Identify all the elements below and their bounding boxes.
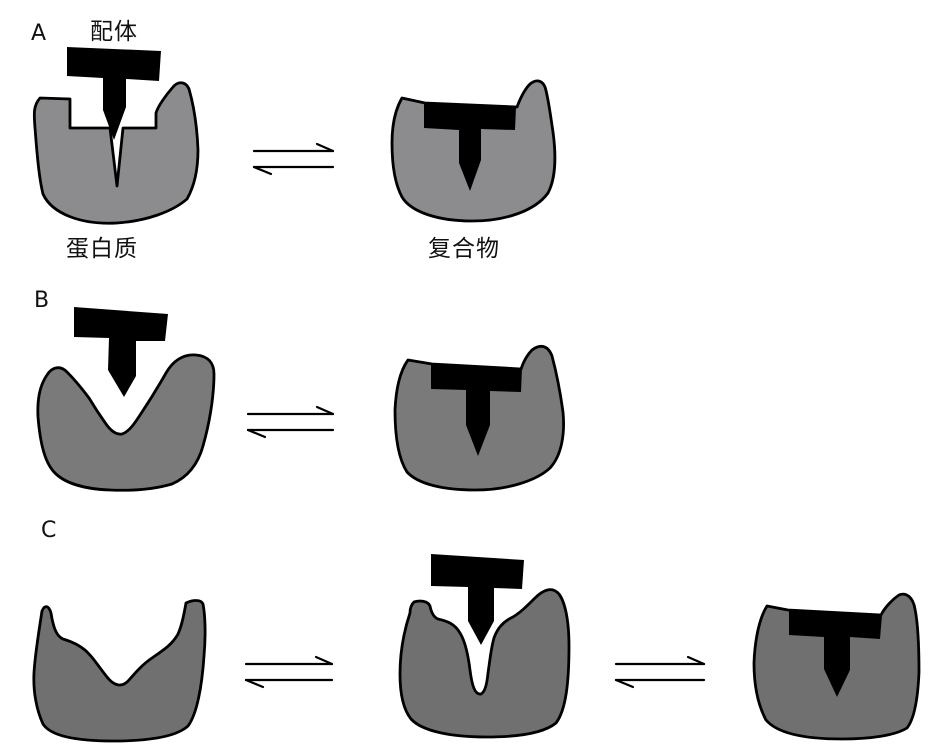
panel-a-group [32, 47, 557, 225]
equilibrium-arrow-c2 [614, 655, 706, 689]
ligand-a-unbound [67, 47, 161, 140]
equilibrium-arrow-b [246, 405, 335, 439]
ligand-c-complex [789, 610, 882, 697]
panel-c-label: C [41, 518, 57, 543]
protein-a-unbound [32, 81, 200, 225]
equilibrium-arrow-c1 [244, 655, 334, 689]
panel-a-label: A [31, 21, 47, 46]
protein-c-intermediate [398, 588, 571, 739]
panel-b-label: B [34, 288, 50, 313]
ligand-label: 配体 [90, 19, 138, 45]
ligand-b-complex [431, 363, 522, 456]
ligand-c-intermediate [431, 554, 524, 645]
protein-c-empty [32, 599, 207, 743]
panel-b-group [36, 307, 565, 492]
panel-c-group [32, 554, 921, 743]
equilibrium-arrow-a [252, 142, 335, 176]
complex-label: 复合物 [428, 236, 500, 262]
ligand-a-complex [424, 103, 516, 191]
protein-label: 蛋白质 [66, 236, 138, 262]
ligand-b-unbound [74, 307, 168, 397]
protein-b-unbound [36, 353, 216, 492]
